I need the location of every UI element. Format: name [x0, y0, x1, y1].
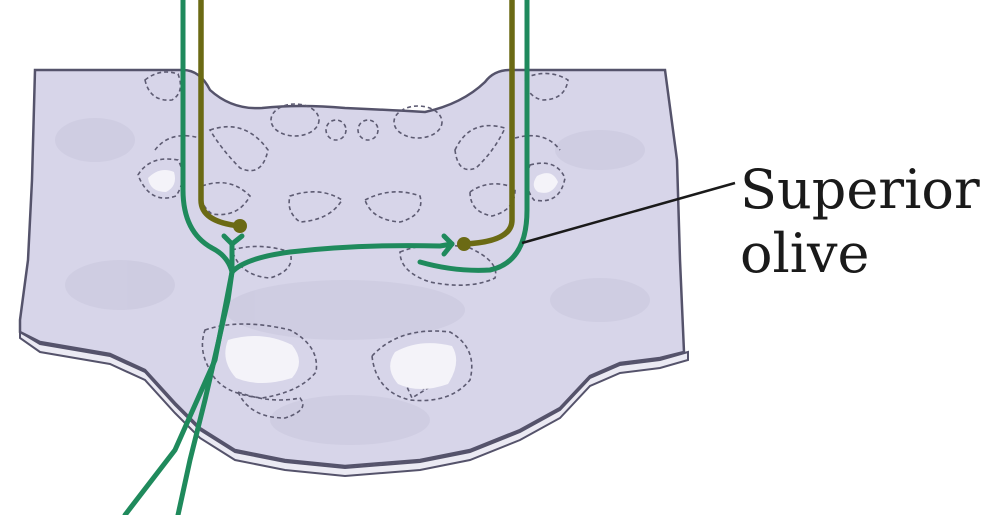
- superior-olive-label-line2: olive: [740, 222, 870, 285]
- right-terminal-dot: [457, 237, 471, 251]
- superior-olive-label-line1: Superior: [740, 158, 980, 221]
- left-terminal-dot: [233, 219, 247, 233]
